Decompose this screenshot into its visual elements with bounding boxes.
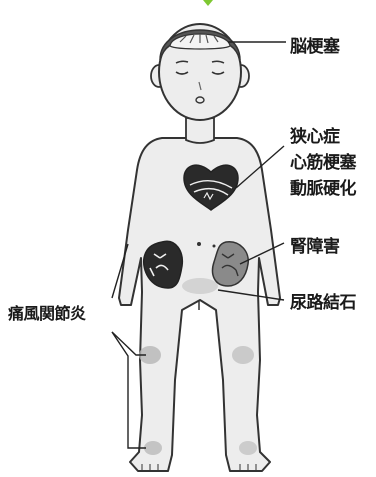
right-knee-shade xyxy=(232,346,254,364)
heart xyxy=(183,164,239,211)
stone-dot xyxy=(197,242,201,246)
brain-folds xyxy=(179,34,219,44)
label-arteriosclerosis: 動脈硬化 xyxy=(290,179,357,199)
label-gout-arthritis: 痛風関節炎 xyxy=(8,304,86,323)
leader-heart xyxy=(235,145,285,189)
label-angina: 狭心症 xyxy=(290,127,340,147)
left-kidney-shape xyxy=(142,240,184,289)
leader-lines xyxy=(111,41,286,449)
label-urinary-stones: 尿路結石 xyxy=(290,293,357,313)
right-kidney-shape xyxy=(211,241,249,287)
top-accent-mark xyxy=(203,0,213,6)
right-ankle-shade xyxy=(239,441,257,455)
heart-shape xyxy=(183,164,239,211)
label-kidney-disorder: 腎障害 xyxy=(290,237,340,257)
heart-vessels xyxy=(189,180,233,196)
right-toes xyxy=(239,464,257,471)
label-cerebral-infarction: 脳梗塞 xyxy=(290,37,340,57)
head xyxy=(150,23,250,121)
left-toes xyxy=(141,464,159,471)
neck xyxy=(185,117,215,144)
leader-kidney xyxy=(239,242,285,265)
left-knee-shade xyxy=(139,346,161,364)
leader-stones xyxy=(217,289,285,301)
body-silhouette xyxy=(118,137,281,472)
human-figure xyxy=(118,117,281,472)
left-kidney xyxy=(142,240,184,289)
left-brow xyxy=(175,60,189,64)
left-eye xyxy=(175,71,189,75)
stone-dot xyxy=(212,244,216,248)
heart-pulse xyxy=(203,191,214,201)
nose xyxy=(198,81,202,91)
pelvis-shade xyxy=(182,278,218,294)
leader-gout-arm xyxy=(111,243,129,299)
left-ankle-shade xyxy=(144,441,162,455)
right-brow xyxy=(211,60,225,64)
right-kidney xyxy=(211,241,249,287)
label-myocardial-infarction: 心筋梗塞 xyxy=(290,153,357,173)
mouth xyxy=(195,96,205,104)
right-eye xyxy=(211,71,225,75)
right-kidney-face xyxy=(221,253,239,277)
left-kidney-face xyxy=(149,253,169,277)
leader-gout-ankle xyxy=(111,331,146,449)
leader-gout-knee xyxy=(111,331,146,356)
